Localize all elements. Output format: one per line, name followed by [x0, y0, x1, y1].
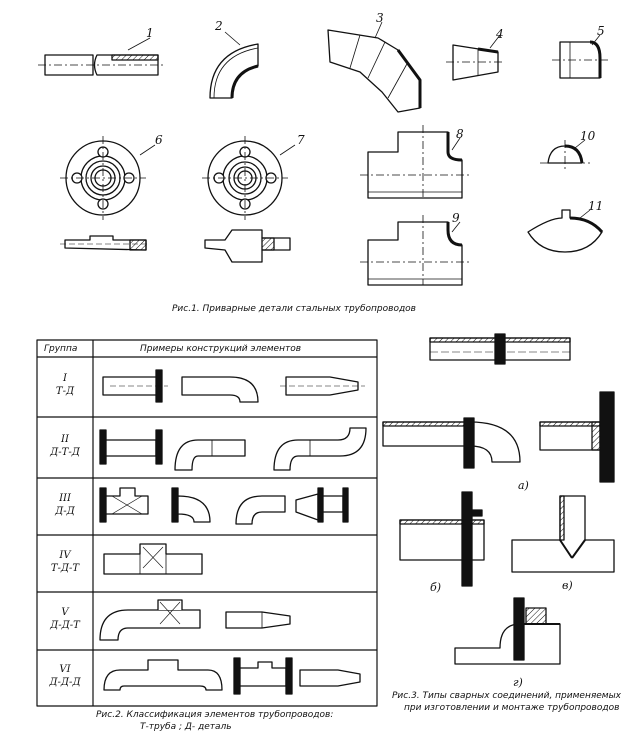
group-code: Т-Д — [55, 386, 75, 397]
group-code: Д-Д — [55, 506, 75, 517]
part-10-cap — [540, 139, 590, 170]
part-3-segmented-bend — [327, 21, 422, 113]
group-roman: I — [63, 373, 67, 384]
part-label-2: 2 — [215, 19, 223, 33]
weld-label-a: а) — [518, 479, 529, 492]
table-row-5-examples — [99, 599, 291, 641]
part-7-flange — [202, 136, 296, 263]
part-6-flange — [60, 136, 156, 251]
weld-branch-joint-g — [454, 597, 561, 665]
part-label-10: 10 — [580, 129, 596, 143]
part-label-5: 5 — [597, 24, 605, 38]
weld-label-b: б) — [430, 581, 442, 594]
table-row-6-examples — [103, 657, 361, 695]
figure1-caption: Рис.1. Приварные детали стальных трубопр… — [172, 304, 416, 314]
table-header-examples: Примеры конструкций элементов — [140, 344, 302, 354]
figure3-caption-line2: при изготовлении и монтаже трубопроводов — [404, 703, 620, 713]
part-label-7: 7 — [297, 133, 305, 147]
part-label-1: 1 — [146, 26, 154, 40]
weld-flange-joint — [539, 391, 615, 483]
figure2-caption-line1: Рис.2. Классификация элементов трубопров… — [96, 710, 334, 720]
part-4-reducer — [446, 34, 505, 81]
part-label-8: 8 — [456, 127, 464, 141]
classification-table-grid — [36, 339, 378, 707]
part-9-tee — [360, 215, 470, 286]
part-label-11: 11 — [588, 199, 604, 213]
part-1-pipe — [38, 37, 165, 76]
table-header-group: Группа — [44, 344, 78, 354]
table-row-4-group: IV Т-Д-Т — [37, 549, 93, 575]
part-label-9: 9 — [452, 211, 460, 225]
figure3-caption-line1: Рис.3. Типы сварных соединений, применяе… — [392, 691, 622, 701]
part-5-cap — [552, 34, 608, 79]
weld-tee-joint-v — [511, 495, 615, 573]
group-code: Т-Д-Т — [50, 563, 80, 574]
table-row-4-examples — [103, 543, 203, 575]
table-row-2-examples — [99, 427, 367, 471]
weld-label-g: г) — [513, 676, 523, 689]
group-code: Д-Т-Д — [50, 447, 80, 458]
weld-label-v: в) — [562, 579, 573, 592]
group-roman: VI — [59, 664, 71, 675]
part-11-dished-end — [527, 209, 604, 253]
table-row-1-group: I Т-Д — [37, 372, 93, 398]
table-row-3-examples — [99, 487, 349, 525]
table-row-3-group: III Д-Д — [37, 492, 93, 518]
group-roman: IV — [59, 550, 71, 561]
part-8-tee — [360, 125, 470, 199]
group-roman: III — [59, 493, 71, 504]
table-row-6-group: VI Д-Д-Д — [37, 663, 93, 689]
part-label-3: 3 — [376, 11, 384, 25]
weld-elbow-joint — [382, 417, 521, 469]
weld-straight-joint — [429, 333, 571, 365]
group-code: Д-Д-Д — [49, 677, 81, 688]
part-label-6: 6 — [155, 133, 163, 147]
group-code: Д-Д-Т — [50, 620, 80, 631]
table-row-5-group: V Д-Д-Т — [37, 606, 93, 632]
group-roman: II — [61, 434, 69, 445]
part-2-elbow — [209, 31, 259, 99]
part-label-4: 4 — [496, 27, 504, 41]
weld-branch-joint-b — [399, 491, 485, 587]
figure2-caption-line2: Т-труба ; Д- деталь — [140, 722, 232, 732]
group-roman: V — [61, 607, 69, 618]
table-row-1-examples — [102, 369, 365, 403]
table-row-2-group: II Д-Т-Д — [37, 433, 93, 459]
